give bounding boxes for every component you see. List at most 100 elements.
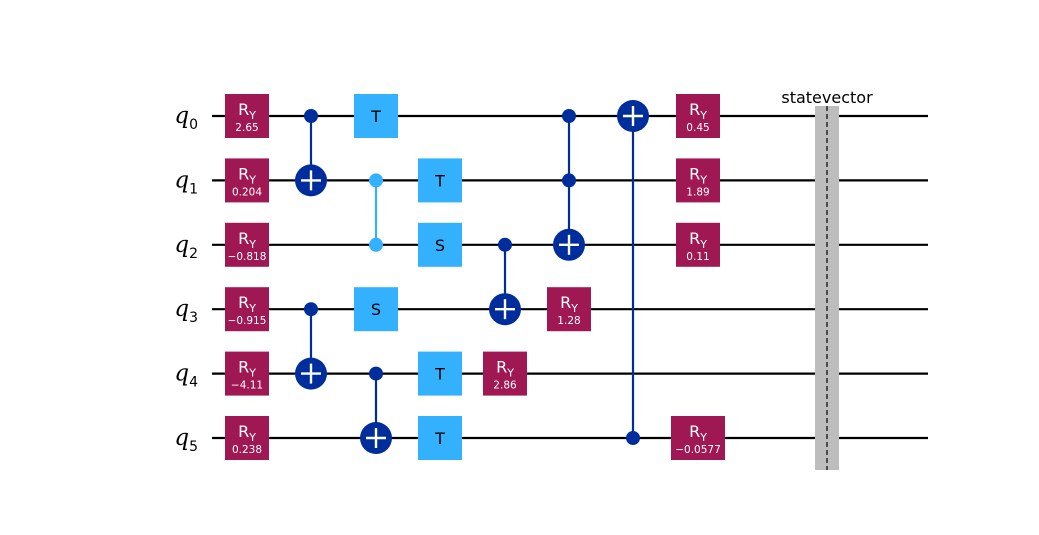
qubit-index: 5 (189, 439, 198, 455)
qubit-label: q5 (174, 425, 198, 455)
gate-box (418, 222, 462, 267)
gate-subscript: Y (248, 173, 256, 186)
gate-label: T (434, 171, 445, 190)
gate-subscript: Y (248, 109, 256, 122)
gate-label: S (371, 300, 381, 319)
cnot-gate (360, 366, 392, 454)
qubit-label: q3 (174, 296, 198, 326)
qubit-index: 4 (189, 375, 198, 391)
s-gate: S (354, 287, 398, 332)
ry-gate-param: 0.45 (686, 122, 709, 134)
barrier-label: statevector (781, 88, 873, 107)
ry-gate-label: RY (689, 229, 707, 251)
ry-gate-param: −0.0577 (675, 444, 721, 456)
qubit-label: q4 (174, 361, 198, 391)
ry-gate-param: 0.238 (232, 444, 262, 456)
gate-subscript: Y (248, 431, 256, 444)
cnot-gate (617, 100, 649, 445)
ry-gate: RY−0.915 (225, 287, 269, 332)
qubit-label: q1 (174, 167, 198, 197)
ry-gate-param: 0.11 (686, 251, 709, 263)
control-dot (369, 237, 383, 252)
ry-gate-label: RY (560, 293, 578, 315)
ry-gate-label: RY (238, 229, 256, 251)
ry-gate: RY2.65 (225, 94, 269, 138)
ry-gate-box (225, 222, 269, 267)
qubit-index: 2 (189, 246, 198, 262)
gate-subscript: Y (248, 302, 256, 315)
ry-gate: RY1.89 (676, 158, 720, 203)
cnot-gate (295, 302, 327, 390)
ry-gate: RY0.204 (225, 158, 269, 203)
control-dot (562, 109, 576, 123)
ry-gate-box (676, 94, 720, 138)
ry-gate-param: 2.86 (493, 380, 517, 392)
cnot-gate (489, 237, 521, 326)
ry-gate-label: RY (238, 100, 256, 122)
ry-gate: RY0.238 (225, 416, 269, 460)
gate-subscript: Y (506, 367, 514, 380)
control-dot (304, 302, 318, 317)
cnot-gate (295, 109, 327, 197)
s-gate: S (418, 222, 462, 267)
control-dot (369, 173, 383, 188)
ry-gate-box (225, 416, 269, 460)
gates-layer: RY2.65RY0.204RY−0.818RY−0.915RY−4.11RY0.… (225, 94, 725, 460)
gate-subscript: Y (570, 302, 578, 315)
gate-name: R (560, 293, 571, 312)
t-gate: T (418, 351, 462, 396)
qubit-label: q0 (174, 103, 198, 133)
gate-subscript: Y (248, 367, 256, 380)
ry-gate-param: −0.818 (228, 251, 267, 263)
t-gate: T (418, 158, 462, 203)
gate-name: R (238, 293, 249, 312)
gate-name: R (689, 100, 700, 119)
t-gate: T (418, 416, 462, 460)
gate-box (418, 158, 462, 203)
ry-gate-label: RY (496, 358, 514, 380)
gate-name: R (238, 229, 249, 248)
control-dot (498, 237, 512, 252)
ry-gate-param: 0.204 (232, 186, 262, 198)
control-dot (562, 173, 576, 188)
gate-name: R (496, 358, 507, 377)
control-dot (304, 109, 318, 123)
cz-gate (369, 173, 383, 252)
gate-label: S (435, 236, 445, 255)
ry-gate-param: 2.65 (235, 122, 258, 134)
ry-gate-box (483, 351, 527, 396)
qubit-index: 1 (189, 181, 198, 197)
ry-gate: RY−4.11 (225, 351, 269, 396)
qubit-name: q (174, 425, 189, 451)
ry-gate-box (225, 158, 269, 203)
gate-box (354, 94, 398, 138)
ry-gate-param: 1.28 (557, 315, 580, 327)
qubit-name: q (174, 296, 189, 322)
cnot-gate (553, 109, 585, 261)
ry-gate-label: RY (238, 422, 256, 444)
ry-gate-box (676, 158, 720, 203)
qubit-label: q2 (174, 232, 198, 262)
gate-subscript: Y (699, 238, 707, 251)
ry-gate-label: RY (689, 422, 707, 444)
gate-subscript: Y (699, 109, 707, 122)
ry-gate: RY0.11 (676, 222, 720, 267)
gate-name: R (238, 164, 249, 183)
ry-gate-label: RY (238, 358, 256, 380)
gate-name: R (689, 229, 700, 248)
qubit-name: q (174, 361, 189, 387)
gate-subscript: Y (699, 173, 707, 186)
gate-box (418, 416, 462, 460)
gate-box (354, 287, 398, 332)
gate-box (418, 351, 462, 396)
barrier-group: statevector (781, 88, 873, 470)
control-dot (626, 431, 640, 445)
ry-gate-label: RY (689, 100, 707, 122)
ry-gate-box (225, 94, 269, 138)
ry-gate: RY1.28 (547, 287, 591, 332)
qubit-name: q (174, 232, 189, 258)
ry-gate-box (671, 416, 725, 460)
gate-label: T (370, 107, 381, 126)
gate-name: R (238, 422, 249, 441)
